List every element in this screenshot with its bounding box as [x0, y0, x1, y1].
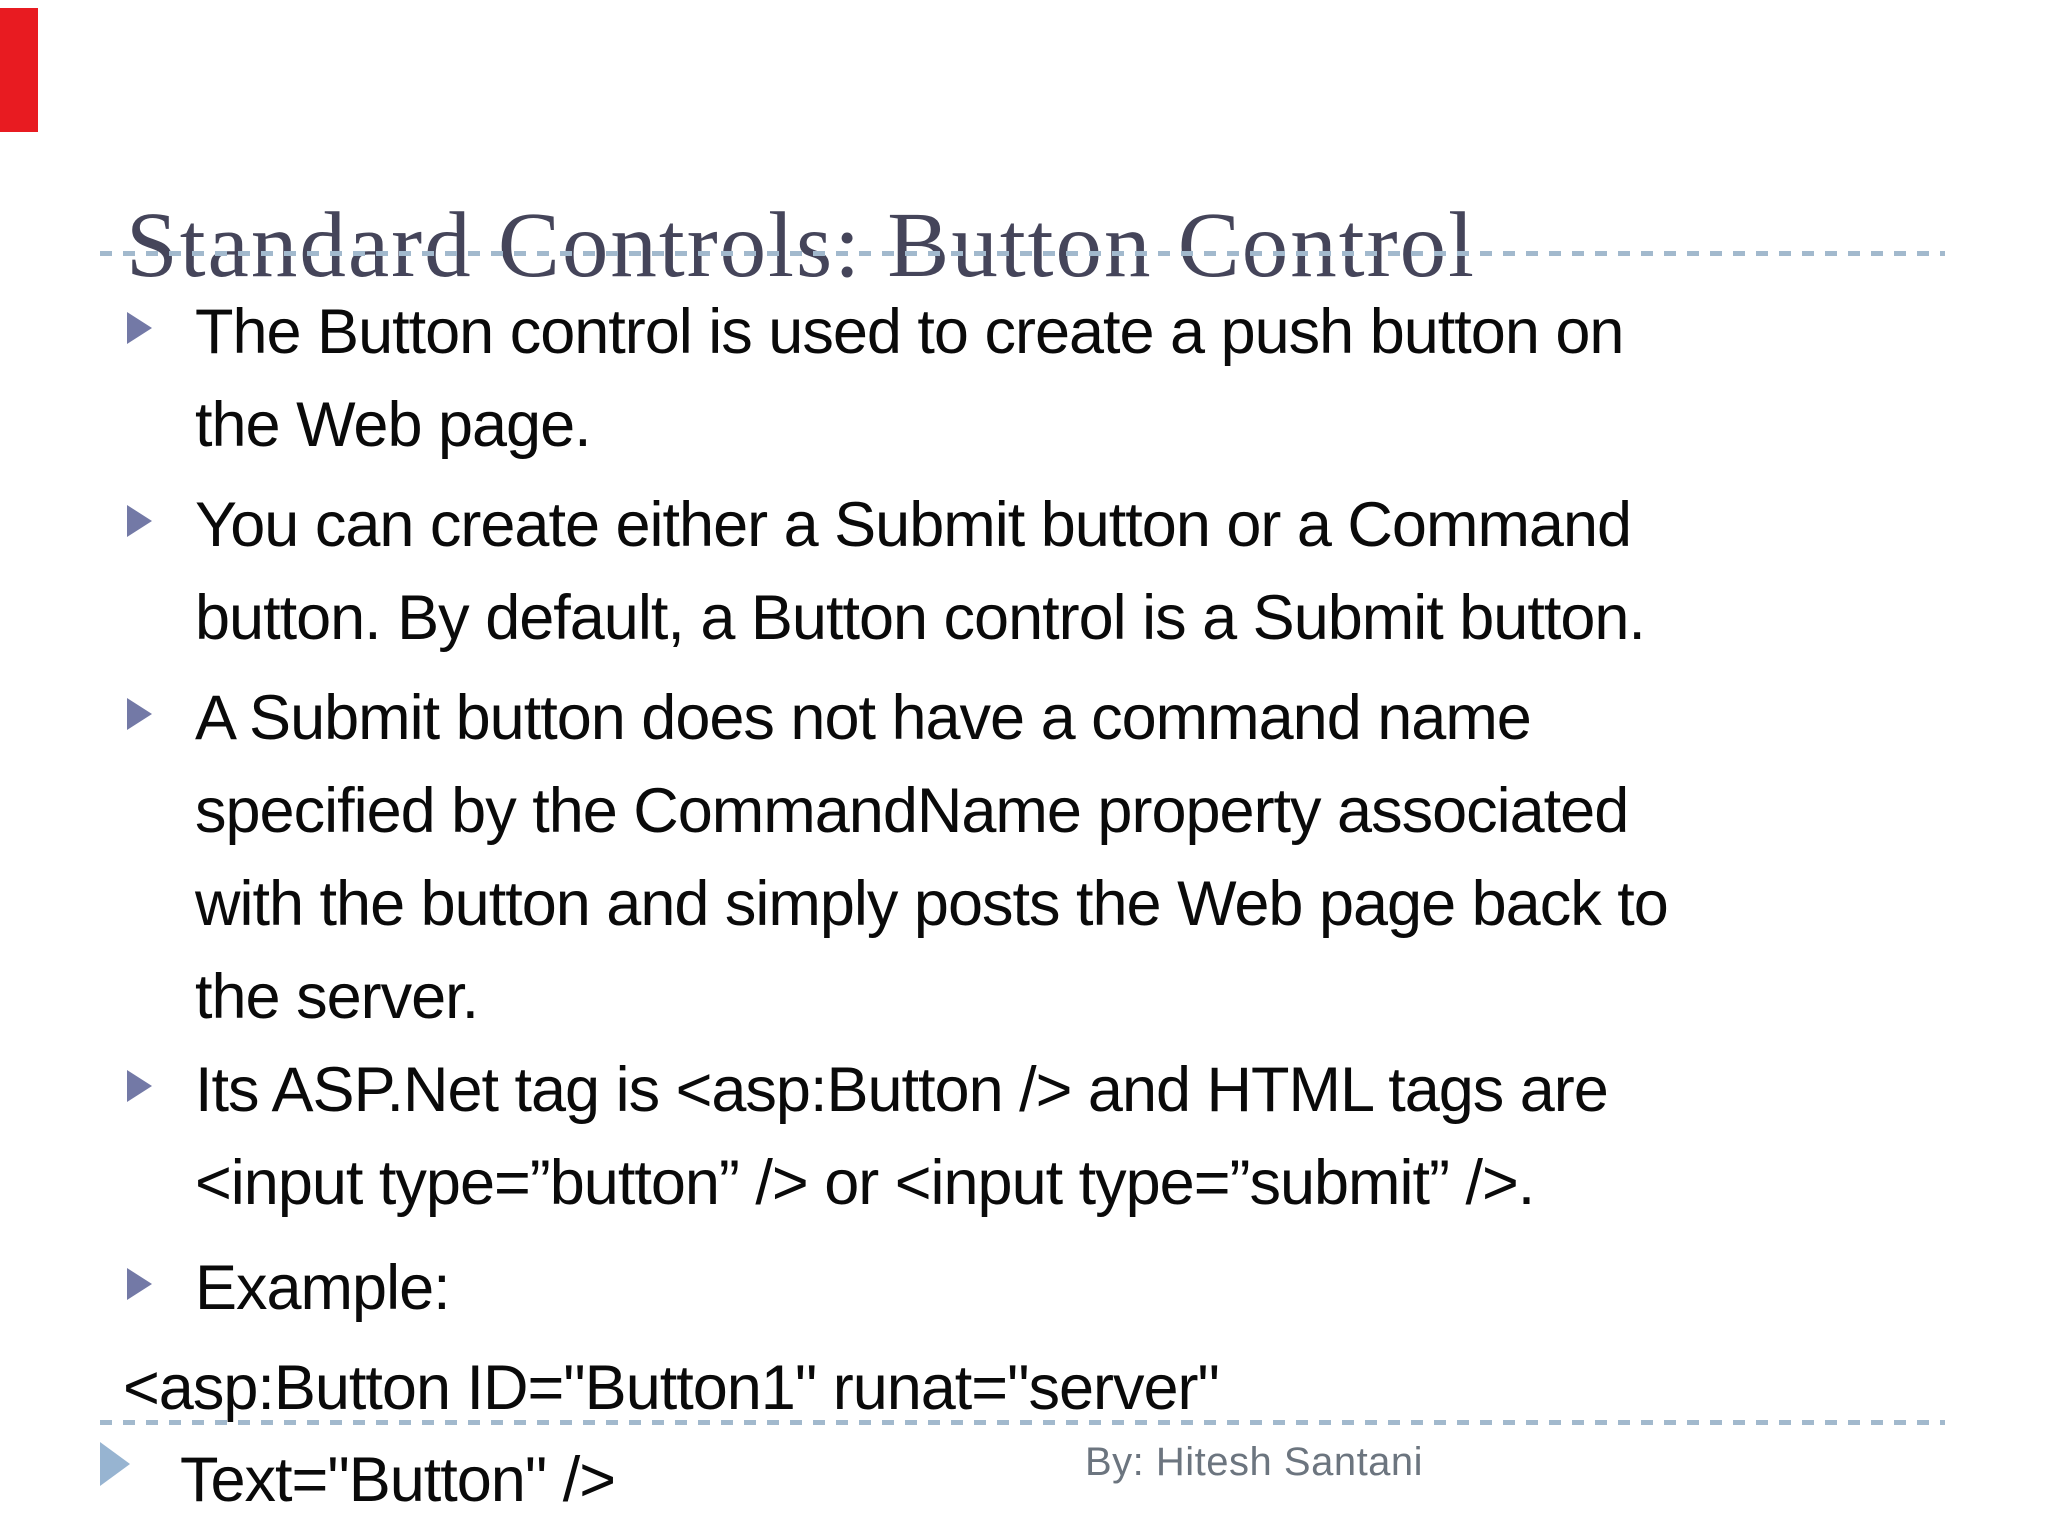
arrow-triangle-icon: [100, 1442, 130, 1486]
text-line: the Web page.: [195, 390, 592, 460]
bullet-item: The Button control is used to create a p…: [100, 286, 2048, 472]
text-line: with the button and simply posts the Web…: [195, 869, 1669, 939]
bullet-triangle-icon: [127, 312, 152, 344]
footer-separator-dashed-line: [100, 1420, 1945, 1425]
bullet-item: Text="Button" />: [100, 1434, 2048, 1527]
text-line: The Button control is used to create a p…: [195, 297, 1624, 367]
bullet-triangle-icon: [127, 505, 152, 537]
title-separator-dashed-line: [100, 251, 1945, 256]
bullet-item: Example:: [100, 1242, 2048, 1335]
text-line: the server.: [195, 962, 479, 1032]
text-line: specified by the CommandName property as…: [195, 776, 1629, 846]
text-line: Example:: [195, 1253, 451, 1323]
text-line: Text="Button" />: [180, 1445, 616, 1515]
code-line-block: <asp:Button ID="Button1" runat="server": [100, 1342, 2003, 1435]
bullet-triangle-icon: [127, 1268, 152, 1300]
text-line: <input type=”button” /> or <input type=”…: [195, 1148, 1535, 1218]
bullet-triangle-icon: [127, 698, 152, 730]
bullet-item: You can create either a Submit button or…: [100, 479, 2048, 665]
text-line: Its ASP.Net tag is <asp:Button /> and HT…: [195, 1055, 1609, 1125]
footer-author: By: Hitesh Santani: [1085, 1440, 1424, 1484]
red-marker: [0, 8, 38, 132]
text-line: You can create either a Submit button or…: [195, 490, 1632, 560]
bullet-item: A Submit button does not have a command …: [100, 672, 2048, 1044]
bullet-triangle-icon: [127, 1070, 152, 1102]
text-line: button. By default, a Button control is …: [195, 583, 1646, 653]
slide-title: Standard Controls: Button Control: [126, 194, 1476, 298]
text-line: A Submit button does not have a command …: [195, 683, 1532, 753]
bullet-item: Its ASP.Net tag is <asp:Button /> and HT…: [100, 1044, 2048, 1230]
text-line: <asp:Button ID="Button1" runat="server": [123, 1353, 1220, 1423]
